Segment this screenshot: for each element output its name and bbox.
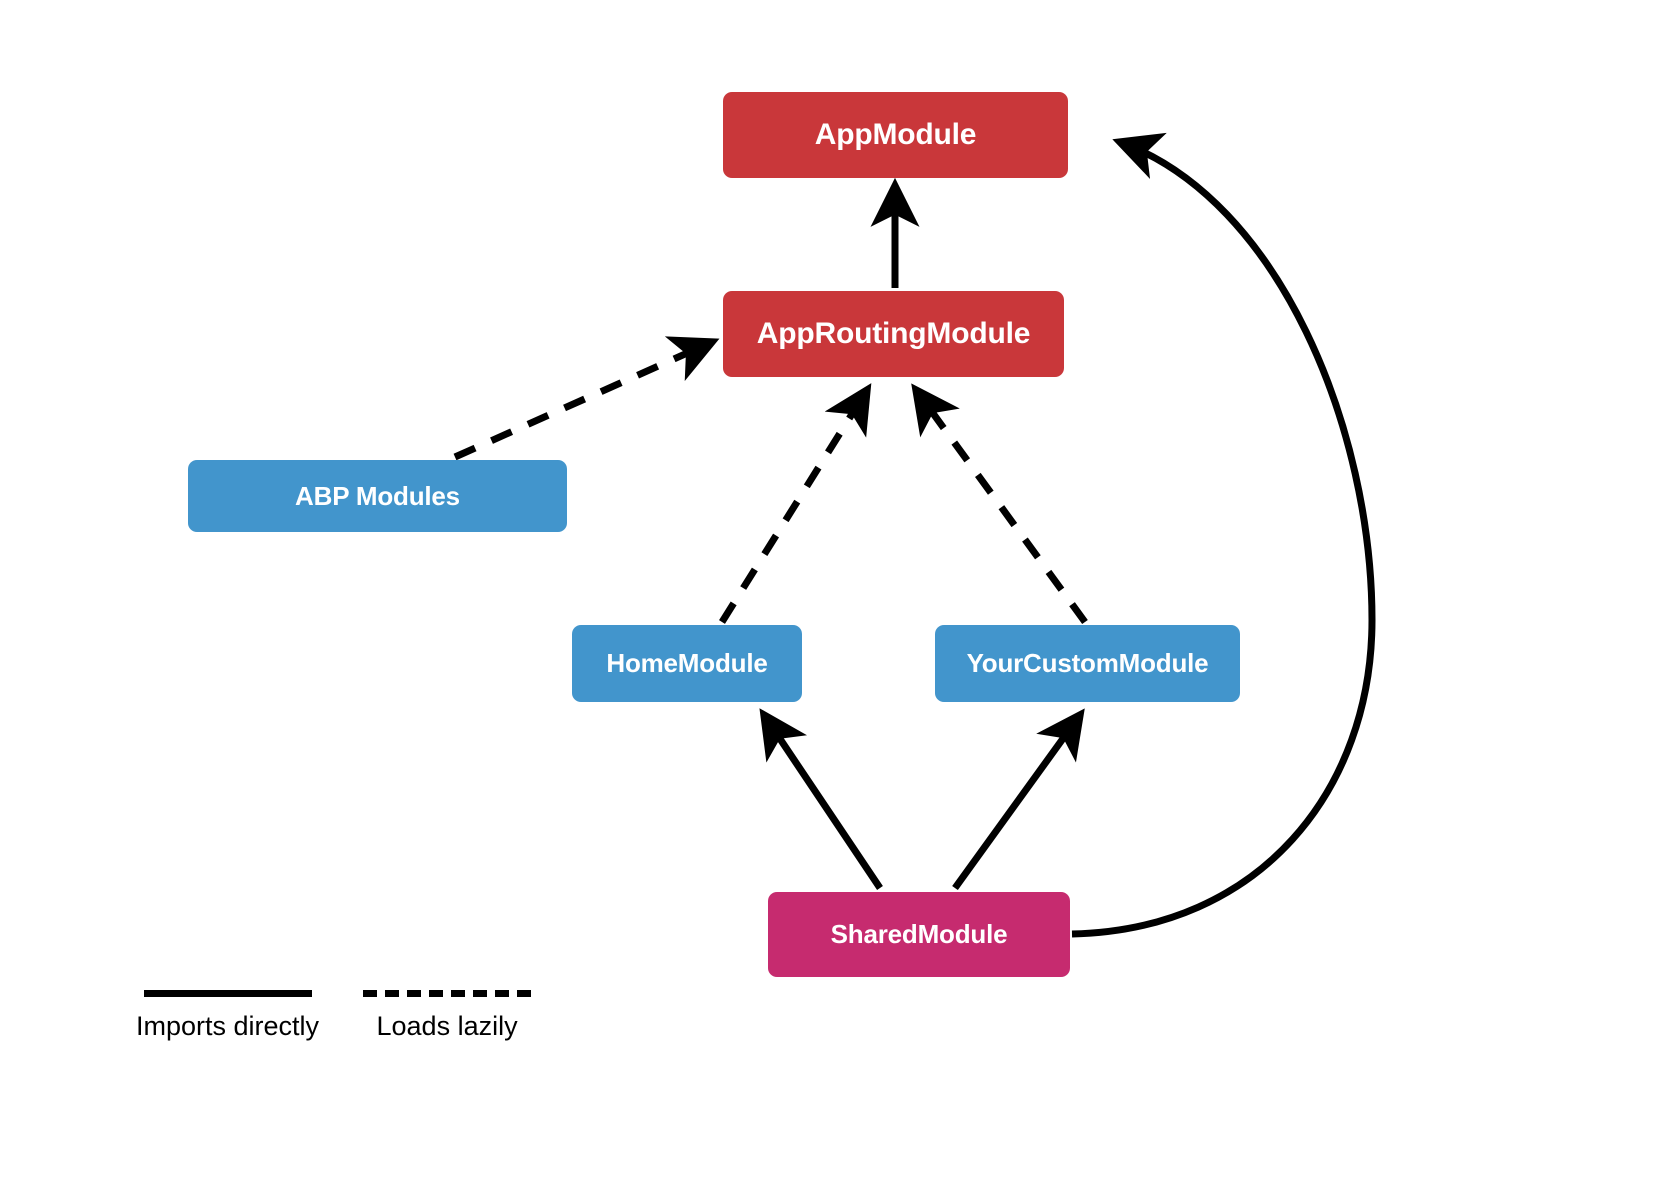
edge-shared-module-to-your-custom-module [952,708,1085,891]
edge-shared-module-to-app-module [1071,132,1376,938]
node-abp-modules[interactable]: ABP Modules [188,460,567,532]
edge-shared-module-to-home-module [759,708,883,890]
legend: Imports directly Loads lazily [136,990,532,1042]
legend-item-loads-lazily: Loads lazily [363,990,532,1042]
node-app-routing-module[interactable]: AppRoutingModule [723,291,1064,377]
legend-solid-line-icon [143,990,312,997]
node-home-module[interactable]: HomeModule [572,625,802,702]
legend-item-imports-directly: Imports directly [136,990,319,1042]
node-app-module[interactable]: AppModule [723,92,1068,178]
node-shared-module[interactable]: SharedModule [768,892,1070,977]
edge-your-custom-module-to-app-routing-module [911,383,1088,625]
legend-dashed-line-icon [363,990,532,997]
node-your-custom-module[interactable]: YourCustomModule [935,625,1240,702]
legend-label-loads-lazily: Loads lazily [376,1011,518,1041]
edge-home-module-to-app-routing-module [719,383,872,624]
edge-abp-modules-to-app-routing-module [453,336,720,461]
legend-label-imports-directly: Imports directly [136,1011,320,1041]
